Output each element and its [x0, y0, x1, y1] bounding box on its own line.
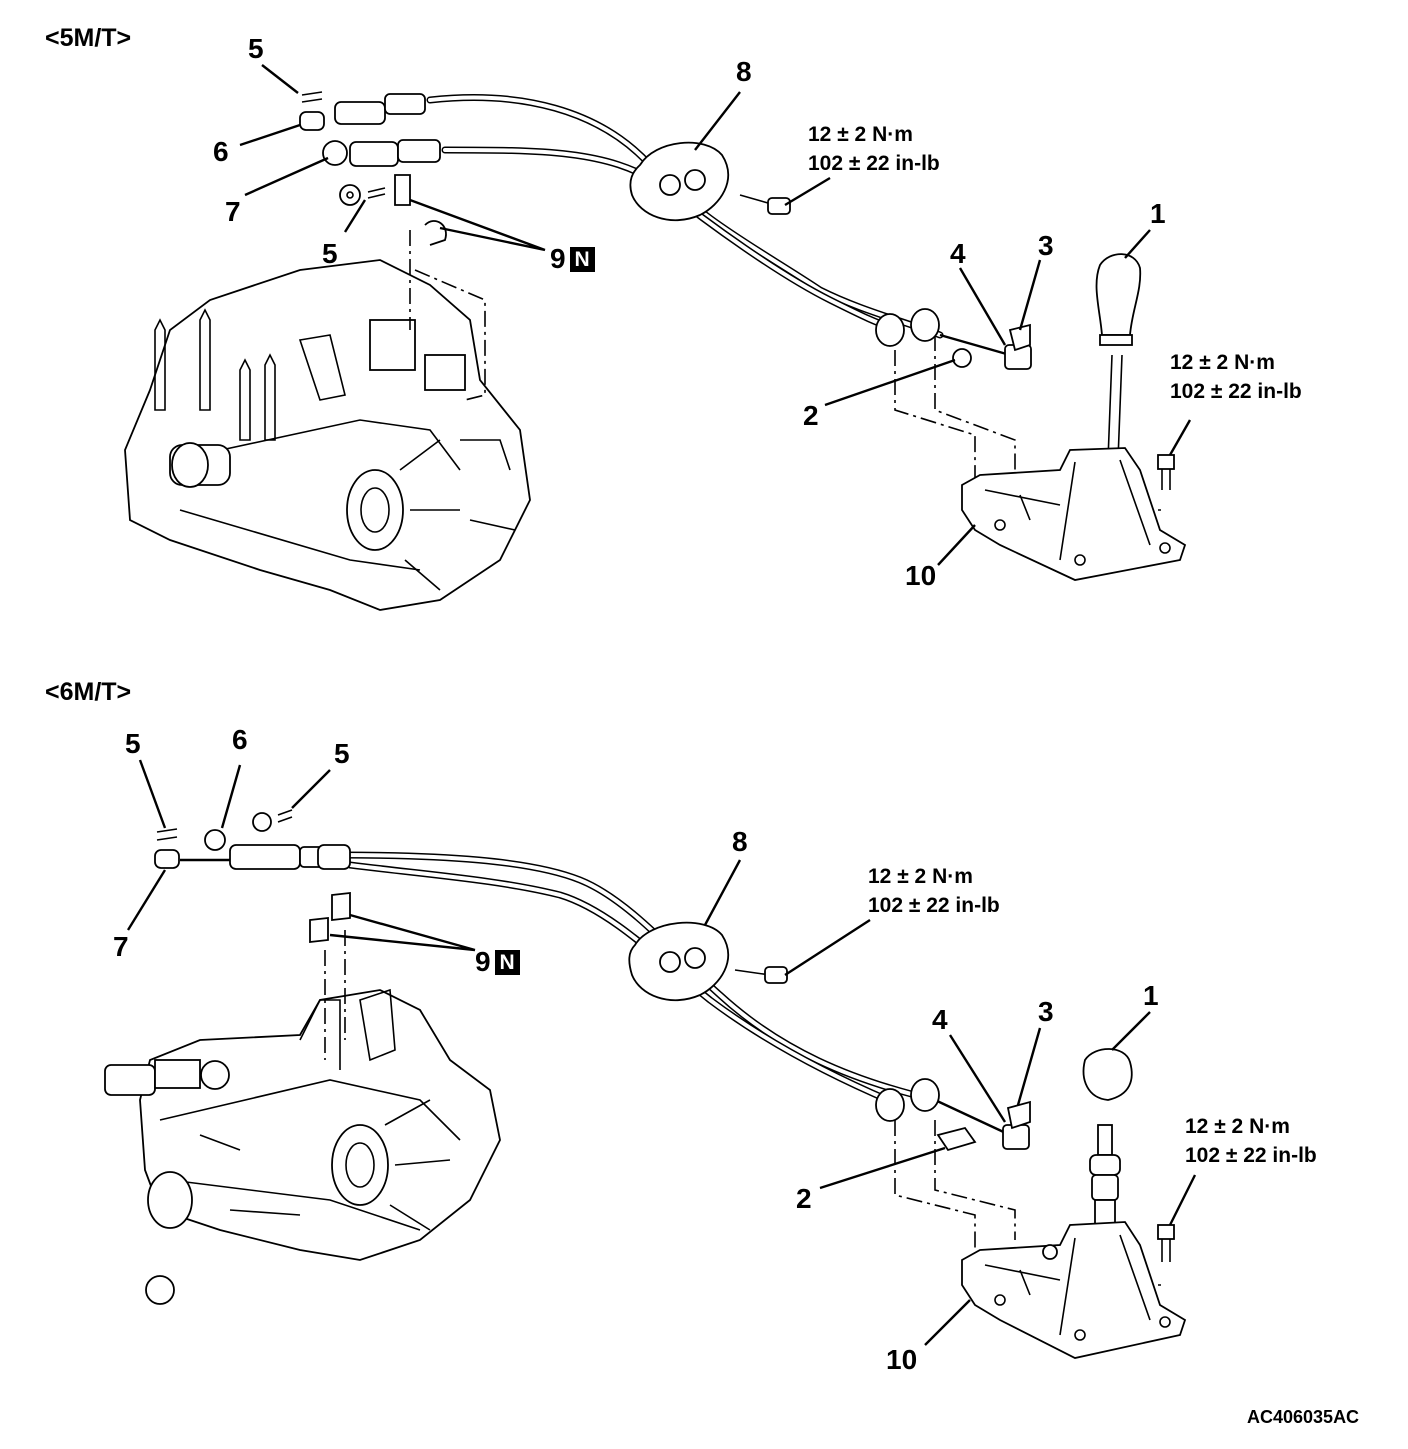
section-heading-5mt: <5M/T> [45, 24, 132, 52]
callout-7: 7 [113, 931, 129, 962]
callout-7: 7 [225, 196, 241, 227]
callout-5: 5 [248, 33, 264, 64]
figure-code: AC406035AC [1247, 1407, 1360, 1427]
callout-3: 3 [1038, 996, 1054, 1027]
callout-4: 4 [932, 1004, 948, 1035]
callout-6: 6 [232, 724, 248, 755]
torque-metric: 12 ± 2 N·m [1185, 1115, 1290, 1138]
torque-metric: 12 ± 2 N·m [808, 123, 913, 146]
torque-imperial: 102 ± 22 in-lb [868, 894, 1000, 917]
torque-spec-shifter-bolt-5mt: 12 ± 2 N·m 102 ± 22 in-lb [1170, 348, 1302, 406]
section-heading-6mt: <6M/T> [45, 678, 132, 706]
callout-9-number: 9 [550, 243, 566, 274]
callout-5-right: 5 [334, 738, 350, 769]
transmission-5mt [124, 259, 531, 611]
assembly-6mt [104, 809, 1187, 1359]
callout-10: 10 [886, 1344, 918, 1375]
torque-spec-shifter-bolt-6mt: 12 ± 2 N·m 102 ± 22 in-lb [1185, 1112, 1317, 1170]
torque-spec-cable-bolt-5mt: 12 ± 2 N·m 102 ± 22 in-lb [808, 120, 940, 178]
torque-metric: 12 ± 2 N·m [868, 865, 973, 888]
callout-8: 8 [732, 826, 748, 857]
callout-1: 1 [1150, 198, 1166, 229]
callout-3: 3 [1038, 230, 1054, 261]
torque-imperial: 102 ± 22 in-lb [1185, 1144, 1317, 1167]
callout-5-lower: 5 [322, 238, 338, 269]
callout-2: 2 [796, 1183, 812, 1214]
callout-9-number: 9 [475, 946, 491, 977]
callout-8: 8 [736, 56, 752, 87]
callout-6: 6 [213, 136, 229, 167]
callout-5: 5 [125, 728, 141, 759]
torque-imperial: 102 ± 22 in-lb [1170, 380, 1302, 403]
callout-4: 4 [950, 238, 966, 269]
leaders-5mt [239, 64, 1192, 566]
torque-metric: 12 ± 2 N·m [1170, 351, 1275, 374]
leaders-6mt [126, 759, 1197, 1346]
assembly-5mt [124, 91, 1187, 611]
n-mark: N [569, 247, 595, 272]
transmission-6mt [104, 988, 501, 1305]
torque-spec-cable-bolt-6mt: 12 ± 2 N·m 102 ± 22 in-lb [868, 862, 1000, 920]
callout-2: 2 [803, 400, 819, 431]
n-mark: N [494, 950, 520, 975]
callout-10: 10 [905, 560, 937, 591]
callout-1: 1 [1143, 980, 1159, 1011]
torque-imperial: 102 ± 22 in-lb [808, 152, 940, 175]
